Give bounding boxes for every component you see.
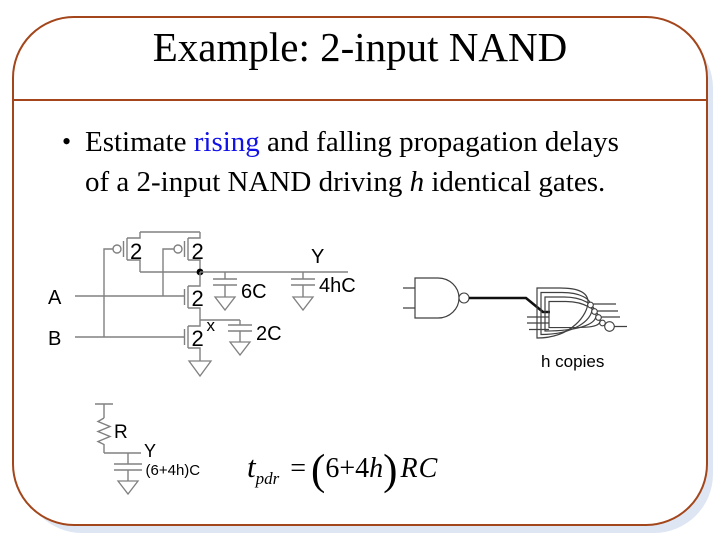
fanout-bubble-3	[595, 314, 602, 321]
driver-nand-body	[414, 277, 460, 319]
ground-symbol-main	[187, 360, 213, 378]
rc-resistor-zigzag	[96, 417, 112, 453]
bullet-text-post2: identical gates.	[424, 166, 606, 198]
equation-h: h	[369, 453, 384, 484]
title-separator-line	[12, 99, 708, 101]
slide-border-frame	[12, 16, 708, 526]
label-cap-2c: 2C	[256, 323, 282, 345]
capacitor-4hc	[291, 272, 315, 312]
ground-symbol-2c	[228, 341, 252, 357]
equation-t: t	[247, 449, 256, 484]
pmos-b-source-lead	[127, 232, 141, 239]
label-nmos-a-size: 2	[192, 286, 204, 311]
fanout-bubble-front	[604, 321, 615, 332]
nmos-a-drain-lead	[188, 272, 201, 287]
bullet-text-post: and falling propagation delays	[259, 126, 619, 158]
capacitor-4hc-symbol	[291, 272, 315, 297]
pmos-transistor-a	[162, 232, 201, 296]
bullet-marker: •	[62, 127, 72, 156]
fanout-net-wire	[469, 296, 550, 314]
equation-coefficient: 6+4	[325, 453, 370, 484]
fanout-bubble-1	[587, 301, 594, 309]
pmos-a-gate-bubble	[173, 244, 183, 254]
nmos-b-drain-lead	[188, 320, 201, 327]
rc-vdd-tee	[95, 403, 113, 418]
slide-title: Example: 2-input NAND	[152, 24, 568, 70]
rc-delay-model: R Y (6+4h)C	[95, 403, 201, 496]
label-pmos-b-size: 2	[130, 239, 142, 264]
bullet-text-pre: Estimate	[85, 126, 194, 158]
capacitor-2c-symbol	[228, 320, 252, 342]
label-cap-4hc: 4hC	[319, 275, 356, 297]
driver-output-bubble	[458, 292, 470, 304]
label-input-a: A	[48, 287, 62, 309]
label-node-x: x	[207, 316, 216, 335]
label-input-b: B	[48, 328, 61, 350]
equation-open-paren: (	[311, 447, 326, 494]
nmos-b-source-lead	[188, 347, 201, 361]
pmos-b-gate-bubble	[112, 244, 122, 254]
bullet-line-2: of a 2-input NAND driving h identical ga…	[60, 162, 619, 202]
capacitor-6c-symbol	[213, 272, 237, 297]
bullet-var-h: h	[409, 166, 425, 198]
equation-equals: =	[290, 453, 307, 484]
transistor-schematic: A B 2 2 2 2 Y 6C 4hC x 2C	[48, 231, 356, 378]
delay-equation: tpdr =(6+4h)RC	[247, 445, 438, 501]
fanout-input-stubs	[527, 316, 549, 331]
ground-symbol-6c	[213, 296, 237, 312]
pmos-a-source-lead	[188, 232, 201, 239]
label-output-y: Y	[311, 246, 324, 268]
bullet-line-1: Estimate rising and falling propagation …	[60, 122, 619, 162]
label-resistor-r: R	[114, 422, 128, 443]
equation-close-paren: )	[383, 447, 398, 494]
label-nmos-b-size: 2	[192, 326, 204, 351]
pmos-a-drain-lead	[188, 259, 201, 272]
equation-rc: RC	[400, 453, 439, 484]
label-rc-cap: (6+4h)C	[146, 462, 201, 479]
label-cap-6c: 6C	[241, 281, 267, 303]
label-rc-node-y: Y	[144, 441, 156, 461]
capacitor-2c	[228, 320, 252, 357]
nmos-transistor-a	[183, 272, 201, 320]
equation-subscript-pdr: pdr	[255, 469, 280, 488]
nmos-a-source-lead	[188, 307, 201, 320]
ground-symbol-rc	[116, 480, 140, 496]
gate-level-diagram: h copies	[403, 277, 627, 371]
fanout-bubble-4	[599, 319, 606, 327]
bullet-item: • Estimate rising and falling propagatio…	[60, 122, 619, 202]
pmos-b-drain-lead	[127, 259, 141, 272]
driver-nand-gate	[403, 277, 470, 319]
pmos-b-gate-lead	[103, 248, 113, 337]
bullet-text-pre2: of a 2-input NAND driving	[85, 166, 410, 198]
fanout-output-stubs	[593, 303, 627, 328]
label-pmos-a-size: 2	[192, 239, 204, 264]
capacitor-6c	[213, 272, 237, 312]
pmos-a-gate-lead	[162, 248, 174, 296]
pmos-transistor-b	[103, 232, 141, 337]
fanout-bubble-2	[591, 308, 598, 315]
rc-capacitor-symbol	[114, 453, 142, 481]
bullet-highlight-rising: rising	[193, 126, 260, 158]
fanout-gate-copy-1	[536, 287, 589, 339]
fanout-gate-stack	[527, 287, 627, 339]
ground-symbol-4hc	[291, 296, 315, 312]
driver-input-stubs	[403, 287, 415, 309]
label-h-copies: h copies	[541, 352, 604, 371]
